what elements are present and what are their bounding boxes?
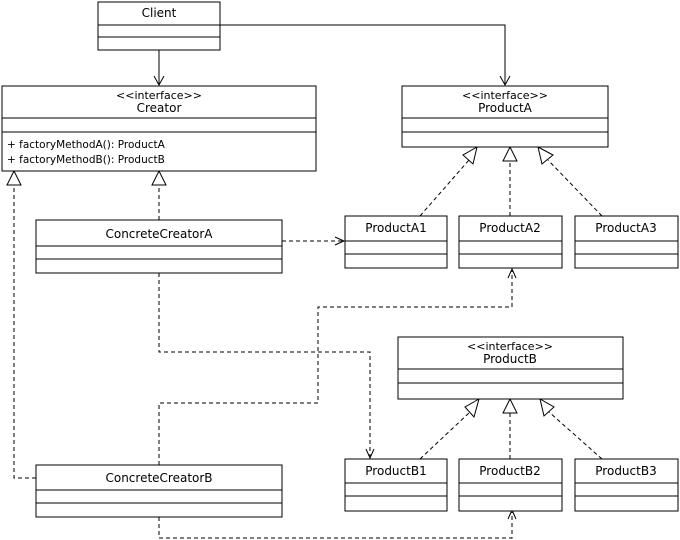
product-a3-realization-line bbox=[547, 159, 603, 217]
class-product-b-stereotype: <<interface>> bbox=[467, 340, 553, 353]
product-b1-realization-line bbox=[419, 411, 471, 460]
product-b3-realization-triangle bbox=[539, 397, 555, 417]
class-concrete-creator-b[interactable]: ConcreteCreatorB bbox=[35, 464, 283, 518]
class-product-a[interactable]: <<interface>> ProductA bbox=[401, 85, 609, 148]
class-product-a3[interactable]: ProductA3 bbox=[574, 215, 679, 269]
class-creator-method: + factoryMethodA(): ProductA bbox=[7, 139, 166, 151]
class-product-a3-name: ProductA3 bbox=[595, 221, 656, 235]
class-product-b3-name: ProductB3 bbox=[595, 464, 656, 478]
product-b2-realization-triangle bbox=[502, 397, 518, 414]
class-product-a-name: ProductA bbox=[478, 101, 533, 115]
creator-b-to-product-a2-arrowhead bbox=[507, 267, 517, 279]
class-creator-method: + factoryMethodB(): ProductB bbox=[7, 154, 165, 166]
class-concrete-creator-b-name: ConcreteCreatorB bbox=[105, 471, 212, 485]
class-product-a-stereotype: <<interface>> bbox=[462, 89, 548, 102]
class-product-b3[interactable]: ProductB3 bbox=[574, 458, 679, 512]
class-client[interactable]: Client bbox=[97, 1, 221, 51]
class-product-a2[interactable]: ProductA2 bbox=[458, 215, 563, 269]
class-product-b1[interactable]: ProductB1 bbox=[344, 458, 448, 512]
class-creator[interactable]: <<interface>> Creator + factoryMethodA()… bbox=[1, 85, 317, 172]
creator-a-to-product-a1-arrowhead bbox=[334, 236, 346, 246]
class-product-a1[interactable]: ProductA1 bbox=[344, 215, 448, 269]
creator-a-to-product-b1-arrowhead bbox=[365, 448, 375, 460]
connectors bbox=[6, 24, 603, 539]
class-product-b2-name: ProductB2 bbox=[479, 464, 540, 478]
class-concrete-creator-a-name: ConcreteCreatorA bbox=[105, 227, 213, 241]
product-b3-realization-line bbox=[548, 411, 603, 460]
class-product-b2[interactable]: ProductB2 bbox=[458, 458, 563, 512]
creator-b-realization-triangle bbox=[6, 169, 22, 186]
class-client-name: Client bbox=[142, 6, 177, 20]
class-product-b-name: ProductB bbox=[483, 352, 537, 366]
creator-b-to-product-b2-line bbox=[158, 512, 513, 539]
class-product-b1-name: ProductB1 bbox=[365, 464, 426, 478]
class-creator-stereotype: <<interface>> bbox=[116, 89, 202, 102]
client-to-creator-arrowhead bbox=[153, 75, 165, 87]
class-product-b[interactable]: <<interface>> ProductB bbox=[397, 336, 624, 400]
product-a1-realization-line bbox=[419, 159, 470, 217]
product-a3-realization-triangle bbox=[537, 146, 554, 165]
creator-b-to-product-a2-line bbox=[158, 271, 513, 465]
class-product-a2-name: ProductA2 bbox=[479, 221, 540, 235]
class-concrete-creator-a[interactable]: ConcreteCreatorA bbox=[35, 219, 283, 274]
creator-b-realization-line bbox=[13, 185, 36, 479]
creator-a-to-product-b1-line bbox=[158, 273, 371, 456]
client-to-product-a-arrowhead bbox=[499, 75, 511, 87]
product-a1-realization-triangle bbox=[462, 145, 478, 165]
class-creator-name: Creator bbox=[137, 101, 182, 115]
creator-a-realization-triangle bbox=[151, 169, 167, 186]
client-to-product-a-line bbox=[220, 24, 506, 84]
class-product-a1-name: ProductA1 bbox=[365, 221, 426, 235]
product-a2-realization-triangle bbox=[502, 145, 518, 162]
product-b1-realization-triangle bbox=[464, 397, 480, 419]
